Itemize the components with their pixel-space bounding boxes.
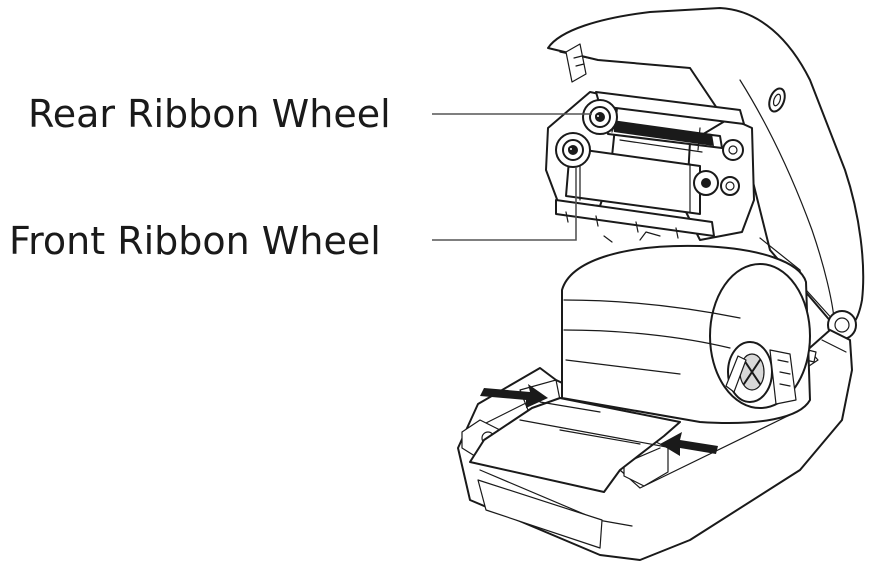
carriage-gears <box>693 139 744 196</box>
front-ribbon-wheel <box>555 132 591 168</box>
label-roll <box>519 244 811 425</box>
ribbon-carriage <box>545 91 755 241</box>
label-paper <box>469 397 681 493</box>
front-ribbon-wheel-label: Front Ribbon Wheel <box>9 219 381 263</box>
callout-leaders <box>432 113 592 241</box>
rear-ribbon-wheel <box>582 99 618 135</box>
front-wheel-leader <box>432 168 577 241</box>
rear-ribbon-wheel-label: Rear Ribbon Wheel <box>28 92 391 136</box>
guide-arrows <box>480 384 718 456</box>
